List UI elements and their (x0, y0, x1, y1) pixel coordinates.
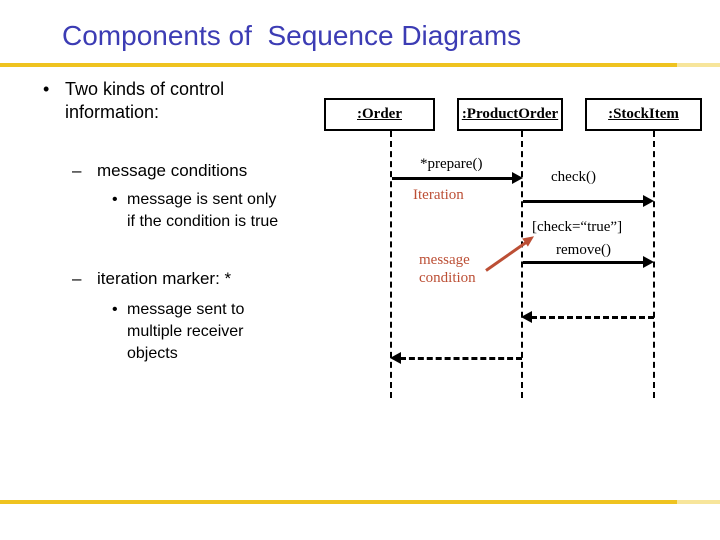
slide-title: Components of Sequence Diagrams (62, 20, 522, 51)
bullet-marker: • (43, 79, 50, 99)
message-arrow-remove (523, 261, 645, 264)
message-arrow-prepare (392, 177, 514, 180)
arrowhead-right-icon (512, 172, 523, 184)
guard-label: [check=“true”] (532, 219, 623, 235)
bullet-line: if the condition is true (127, 213, 279, 230)
bullet-text: Two kinds of control information: (65, 78, 224, 124)
message-label-prepare: *prepare() (420, 156, 483, 172)
bullet-text: iteration marker: * (97, 268, 231, 290)
arrowhead-left-icon (521, 311, 532, 323)
bullet-text: message is sent only if the condition is… (127, 189, 278, 233)
arrowhead-right-icon (643, 256, 654, 268)
bullet-item-sent-only-if-true: • message is sent only if the condition … (112, 189, 278, 233)
arrowhead-left-icon (390, 352, 401, 364)
bullet-line: multiple receiver (127, 323, 244, 340)
bullet-marker: • (112, 191, 118, 208)
bullet-line: message is sent only (127, 191, 277, 208)
annotation-line: message (419, 252, 470, 268)
object-box-order: :Order (324, 98, 435, 131)
arrowhead-right-icon (643, 195, 654, 207)
bullet-item-message-conditions: – message conditions (72, 160, 247, 182)
message-arrow-check (523, 200, 645, 203)
return-arrow-productorder-to-order (400, 357, 522, 360)
lifeline-productorder (521, 131, 523, 398)
bullet-text: message sent to multiple receiver object… (127, 299, 244, 365)
bullet-line: message conditions (97, 161, 248, 180)
message-label-check: check() (551, 169, 596, 185)
lifeline-order (390, 131, 392, 398)
header-rule (0, 63, 720, 67)
return-arrow-stockitem-to-productorder (531, 316, 654, 319)
bullet-line: message sent to (127, 301, 245, 318)
bullet-line: Two kinds of control (65, 79, 225, 99)
bullet-line: iteration marker: * (97, 269, 232, 288)
bullet-line: objects (127, 345, 178, 362)
bullet-item-multiple-receivers: • message sent to multiple receiver obje… (112, 299, 244, 365)
message-condition-annotation: message condition (419, 251, 476, 287)
bullet-text: message conditions (97, 160, 247, 182)
dash-marker: – (72, 161, 82, 180)
object-box-productorder: :ProductOrder (457, 98, 563, 131)
message-label-remove: remove() (556, 242, 611, 258)
annotation-line: condition (419, 270, 476, 286)
bullet-item-iteration-marker: – iteration marker: * (72, 268, 231, 290)
bullet-marker: • (112, 301, 118, 318)
dash-marker: – (72, 269, 82, 288)
lifeline-stockitem (653, 131, 655, 398)
object-box-stockitem: :StockItem (585, 98, 702, 131)
footer-rule (0, 500, 720, 504)
iteration-annotation: Iteration (413, 187, 464, 203)
bullet-item-control-info: • Two kinds of control information: (43, 78, 224, 124)
bullet-line: information: (65, 102, 160, 122)
